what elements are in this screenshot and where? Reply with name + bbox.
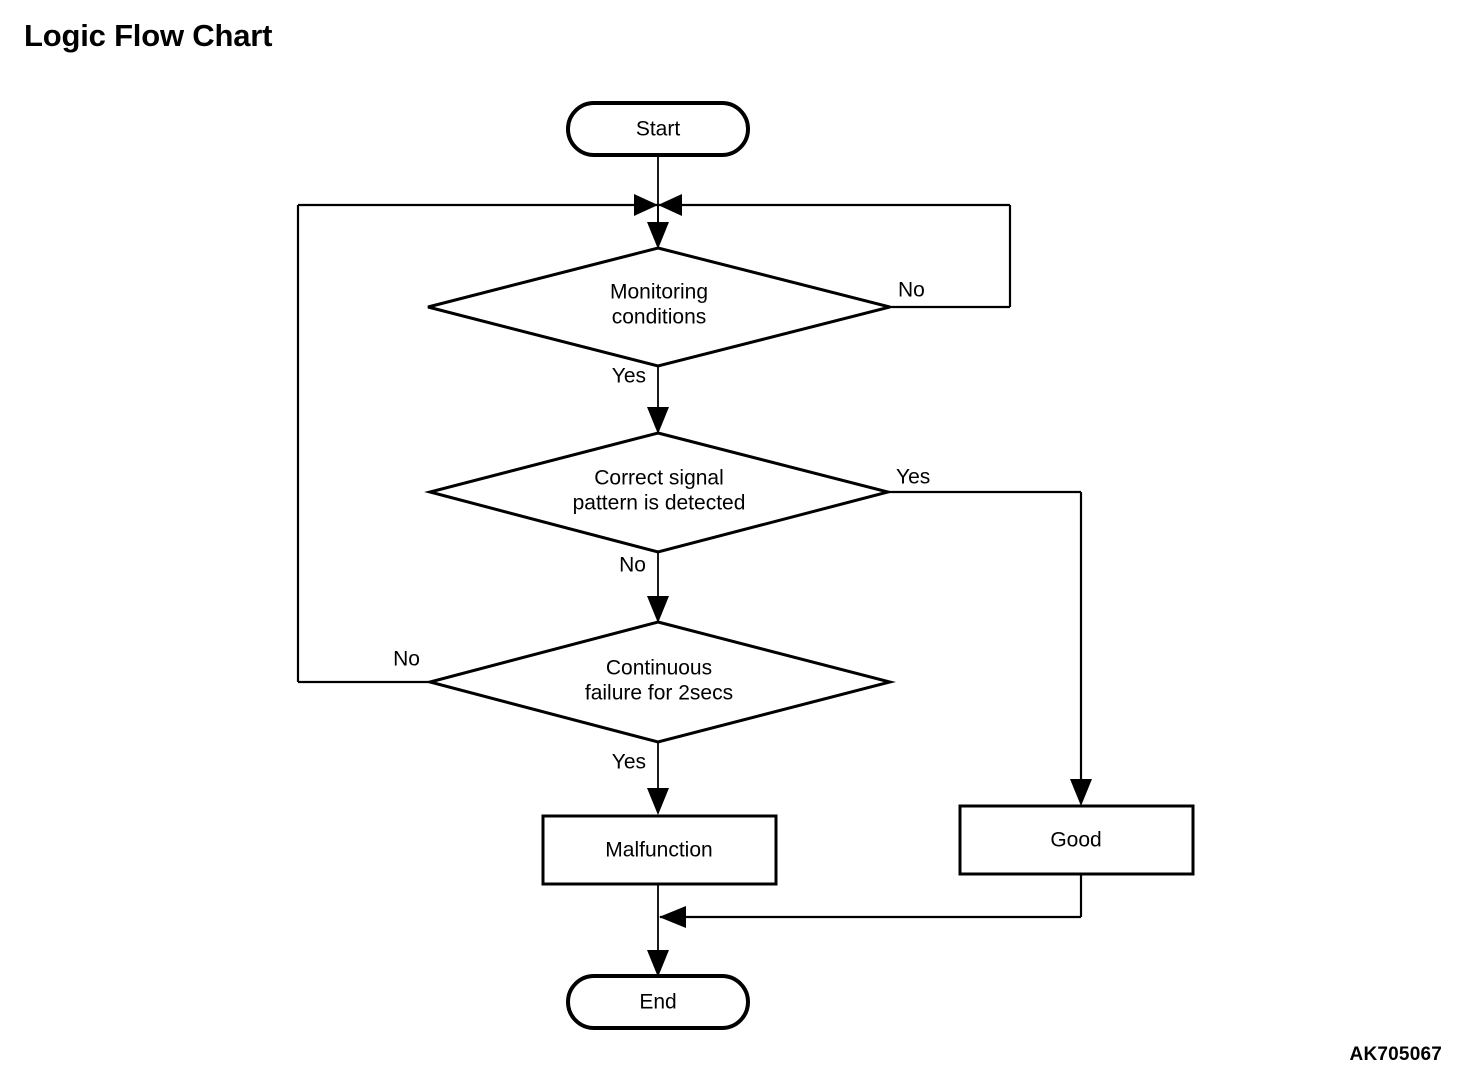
edge-label-pattern-yes: Yes	[896, 466, 930, 489]
arrowhead-into-good	[1070, 779, 1092, 806]
node-continuous-failure: Continuous failure for 2secs	[424, 620, 896, 744]
start-label: Start	[636, 118, 681, 141]
monitoring-conditions-label-line1: Monitoring	[610, 281, 708, 304]
good-label: Good	[1050, 829, 1101, 852]
arrowhead-good-merge	[659, 906, 686, 928]
end-label: End	[639, 991, 676, 1014]
node-malfunction: Malfunction	[541, 814, 778, 886]
figure-code: AK705067	[1349, 1044, 1442, 1065]
node-end: End	[566, 974, 750, 1030]
edge-label-pattern-no: No	[619, 554, 646, 577]
arrowhead-left-loopback	[634, 194, 658, 216]
correct-signal-pattern-label-line2: pattern is detected	[573, 492, 746, 515]
arrowhead-into-pattern	[647, 407, 669, 434]
edge-label-monitoring-no: No	[898, 279, 925, 302]
good-shape	[958, 804, 1195, 876]
arrowhead-into-continuous	[647, 596, 669, 623]
arrowhead-into-malfunction	[647, 788, 669, 815]
node-monitoring-conditions: Monitoring conditions	[427, 246, 891, 368]
continuous-failure-label-line1: Continuous	[606, 657, 712, 680]
continuous-failure-label-line2: failure for 2secs	[585, 682, 733, 705]
node-correct-signal-pattern: Correct signal pattern is detected	[424, 431, 894, 554]
edge-label-continuous-yes: Yes	[612, 751, 646, 774]
monitoring-conditions-label-line2: conditions	[612, 306, 707, 329]
edge-label-continuous-no: No	[393, 648, 420, 671]
arrowhead-right-loopback	[658, 194, 682, 216]
node-good: Good	[958, 804, 1195, 876]
end-shape	[566, 974, 750, 1030]
edge-label-monitoring-yes: Yes	[612, 365, 646, 388]
page-title: Logic Flow Chart	[24, 18, 273, 53]
arrowhead-into-monitoring	[647, 222, 669, 249]
arrowhead-into-end	[647, 950, 669, 977]
malfunction-label: Malfunction	[605, 839, 712, 862]
malfunction-shape	[541, 814, 778, 886]
node-start: Start	[566, 101, 750, 157]
correct-signal-pattern-label-line1: Correct signal	[594, 467, 724, 490]
